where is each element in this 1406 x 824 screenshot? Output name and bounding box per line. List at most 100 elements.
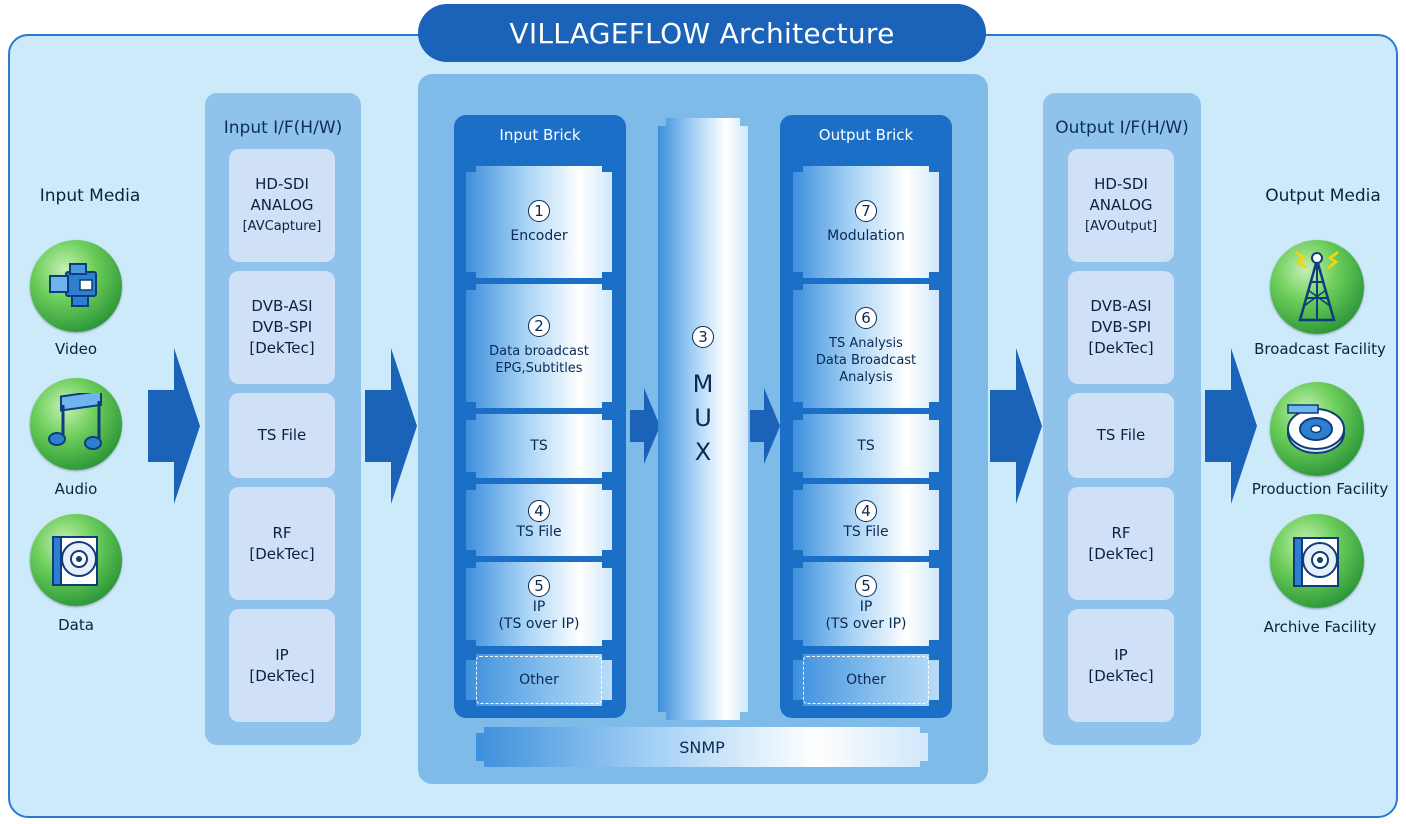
mux-block [658,118,748,720]
output-if-box-hdsdi: HD-SDI ANALOG [AVOutput] [1068,149,1174,262]
brick-item-label: Other [846,671,886,688]
output-if-box-line: TS File [1096,426,1146,444]
flow-arrow-1 [148,348,200,504]
input-if-box-ip: IP [DekTec] [229,609,335,722]
brick-item-label: IP [532,599,546,615]
brick-item-label: Data Broadcast [815,352,917,368]
mux-letter: M [692,370,714,398]
broadcast-tower-icon [1295,251,1339,322]
output-if-box-line: [AVOutput] [1084,219,1158,234]
flow-arrow-4 [750,388,780,464]
input-brick-item-other: Other [466,654,612,706]
output-if-box-ip: IP [DekTec] [1068,609,1174,722]
mux-number-wrap: 3 [658,326,748,354]
output-media-label-archive: Archive Facility [1263,618,1377,636]
output-media-title: Output Media [1265,186,1381,206]
flow-arrow-3 [630,388,660,464]
output-brick-title: Output Brick [818,126,914,144]
output-brick-item-ts: TS [793,414,939,478]
input-if-box-dvb: DVB-ASI DVB-SPI [DekTec] [229,271,335,384]
output-if-box-rf: RF [DekTec] [1068,487,1174,600]
output-media-label-production: Production Facility [1251,480,1389,498]
disc-icon [52,536,98,586]
data-icon-circle [30,514,122,606]
output-if-title: Output I/F(H/W) [1055,118,1189,138]
other-dashed-outline [803,656,929,704]
mux-letter: U [694,404,712,432]
brick-item-label: Encoder [510,227,568,244]
audio-icon-circle [30,378,122,470]
output-if-box-line: [DekTec] [1088,339,1154,357]
step-number: 1 [528,200,550,222]
brick-item-label: TS [857,437,875,454]
snmp-bar: SNMP [476,727,928,767]
brick-item-label: TS File [843,523,889,540]
input-if-box-line: DVB-SPI [251,318,313,336]
step-number: 3 [692,326,714,348]
output-brick-item-modulation: 7 Modulation [793,166,939,278]
diagram-title: VILLAGEFLOW Architecture [418,4,986,62]
output-if-box-line: ANALOG [1089,196,1153,214]
brick-item-label: (TS over IP) [498,616,580,632]
output-if-box-line: DVB-SPI [1090,318,1152,336]
input-if-box-line: RF [272,523,292,542]
flow-arrow-5 [990,348,1042,504]
step-number: 5 [528,575,550,597]
input-if-box-line: [DekTec] [249,666,315,685]
input-if-box-line: TS File [257,426,307,444]
brick-item-label: TS Analysis [829,335,903,351]
input-if-box-line: DVB-ASI [251,297,313,315]
input-if-title: Input I/F(H/W) [223,118,343,138]
input-if-box-line: ANALOG [250,196,314,214]
input-media-title: Input Media [39,186,141,206]
flow-arrow-2 [365,348,417,504]
output-media-label-broadcast: Broadcast Facility [1254,340,1386,358]
film-reel-icon [1287,404,1345,454]
brick-item-label: TS File [516,523,562,540]
input-if-box-rf: RF [DekTec] [229,487,335,600]
input-brick-item-encoder: 1 Encoder [466,166,612,278]
archive-icon-circle [1270,514,1364,608]
input-media-label-video: Video [54,340,98,358]
output-brick-item-other: Other [793,654,939,706]
output-if-box-tsfile: TS File [1068,393,1174,478]
brick-item-label: (TS over IP) [825,616,907,632]
other-dashed-outline [476,656,602,704]
input-brick-title: Input Brick [499,126,581,144]
mux-letter: X [694,438,712,466]
input-media-label-audio: Audio [54,480,98,498]
step-number: 5 [855,575,877,597]
output-if-box-line: RF [1111,523,1131,542]
step-number: 4 [528,500,550,522]
input-if-box-hdsdi: HD-SDI ANALOG [AVCapture] [229,149,335,262]
output-if-box-dvb: DVB-ASI DVB-SPI [DekTec] [1068,271,1174,384]
input-media-label-data: Data [58,616,94,634]
brick-item-label: IP [859,599,873,615]
brick-item-label: Modulation [827,227,905,244]
output-brick-item-ip: 5 IP (TS over IP) [793,562,939,646]
input-if-box-line: IP [275,645,289,664]
production-icon-circle [1270,382,1364,476]
brick-item-label: Other [519,671,559,688]
output-brick-item-ts-analysis: 6 TS Analysis Data Broadcast Analysis [793,284,939,408]
brick-item-label: TS [530,437,548,454]
input-if-box-tsfile: TS File [229,393,335,478]
input-brick-item-data-broadcast: 2 Data broadcast EPG,Subtitles [466,284,612,408]
output-if-box-line: HD-SDI [1094,175,1148,193]
step-number: 6 [855,307,877,329]
input-if-box-line: HD-SDI [255,175,309,193]
output-if-box-line: [DekTec] [1088,666,1154,685]
music-note-icon [48,393,102,450]
input-brick-item-ip: 5 IP (TS over IP) [466,562,612,646]
input-if-box-line: [DekTec] [249,544,315,563]
output-if-box-line: IP [1114,645,1128,664]
video-camera-icon [49,263,97,307]
input-if-box-line: [DekTec] [249,339,315,357]
video-icon-circle [30,240,122,332]
brick-item-label: Data broadcast [489,344,589,359]
input-brick-item-tsfile: 4 TS File [466,484,612,556]
step-number: 4 [855,500,877,522]
input-if-box-line: [AVCapture] [242,219,322,234]
output-if-box-line: DVB-ASI [1090,297,1152,315]
disc-icon [1293,537,1339,587]
